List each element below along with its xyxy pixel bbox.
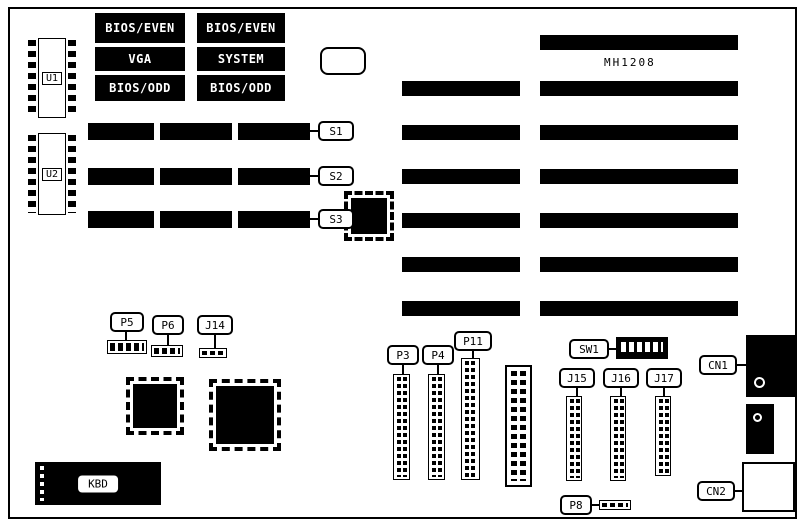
connector-p5 [107, 340, 147, 354]
connector-p4 [428, 374, 445, 480]
callout-p8: P8 [560, 495, 592, 515]
pointer-line [437, 365, 439, 374]
crystal-oscillator [320, 47, 366, 75]
chip-pins-left-icon [28, 40, 36, 116]
callout-p3: P3 [387, 345, 419, 365]
board-model-label: MH1208 [604, 56, 656, 69]
callout-j15: J15 [559, 368, 595, 388]
expansion-slot [540, 125, 738, 140]
socket-notch [232, 123, 238, 140]
pointer-line [663, 388, 665, 396]
callout-s1: S1 [318, 121, 354, 141]
pointer-line [214, 335, 216, 348]
kbd-label: KBD [78, 475, 118, 492]
callout-s2: S2 [318, 166, 354, 186]
socket-notch [232, 211, 238, 228]
din-ring-icon [754, 377, 765, 388]
socket-notch [154, 211, 160, 228]
expansion-slot [540, 169, 738, 184]
connector-j17 [655, 396, 671, 476]
pointer-line [402, 365, 404, 374]
pointer-line [592, 504, 599, 506]
qfp-chip [126, 377, 184, 435]
pointer-line [576, 388, 578, 396]
pointer-line [310, 175, 318, 177]
pointer-line [125, 332, 127, 340]
connector-p8 [599, 500, 631, 510]
callout-j14: J14 [197, 315, 233, 335]
callout-s3: S3 [318, 209, 354, 229]
dip-switch-toggles-icon [621, 342, 663, 352]
rom-bios-odd-right: BIOS/ODD [197, 75, 285, 101]
expansion-slot-ext [402, 169, 520, 184]
pointer-line [737, 364, 746, 366]
simm-socket-2 [88, 168, 310, 185]
chip-pins-right-icon [68, 40, 76, 116]
rom-bios-even-right: BIOS/EVEN [197, 13, 285, 43]
chip-body: U1 [38, 38, 66, 118]
callout-p6: P6 [152, 315, 184, 335]
connector-p6 [151, 345, 183, 357]
din-ring-icon [753, 413, 762, 422]
chip-pins-left-icon [28, 135, 36, 213]
expansion-slot-ext [402, 301, 520, 316]
socket-notch [232, 168, 238, 185]
simm-socket-3 [88, 211, 310, 228]
rom-bios-even-left: BIOS/EVEN [95, 13, 185, 43]
connector-p3 [393, 374, 410, 480]
pointer-line [609, 348, 616, 350]
connector-j15 [566, 396, 582, 481]
chip-u1-label: U1 [41, 71, 63, 85]
chip-u2: U2 [28, 133, 76, 215]
pointer-line [620, 388, 622, 396]
connector-din-small [746, 404, 774, 454]
callout-sw1: SW1 [569, 339, 609, 359]
socket-notch [154, 168, 160, 185]
pointer-line [310, 130, 318, 132]
expansion-slot [540, 213, 738, 228]
expansion-slot-ext [402, 125, 520, 140]
kbd-rom: KBD [35, 462, 161, 505]
pointer-line [310, 218, 318, 220]
chip-u1: U1 [28, 38, 76, 118]
expansion-slot-ext [402, 81, 520, 96]
socket-pins-icon [40, 466, 44, 501]
connector-cn2 [742, 462, 795, 512]
pointer-line [472, 351, 474, 358]
callout-p11: P11 [454, 331, 492, 351]
expansion-slot [540, 35, 738, 50]
pointer-line [735, 490, 742, 492]
power-connector [505, 365, 532, 487]
board-outline [8, 7, 797, 519]
connector-j14 [199, 348, 227, 358]
chip-body: U2 [38, 133, 66, 215]
callout-p4: P4 [422, 345, 454, 365]
chip-u2-label: U2 [41, 167, 63, 181]
rom-bios-odd-left: BIOS/ODD [95, 75, 185, 101]
callout-p5: P5 [110, 312, 144, 332]
expansion-slot [540, 81, 738, 96]
pointer-line [167, 335, 169, 345]
expansion-slot-ext [402, 213, 520, 228]
expansion-slot-ext [402, 257, 520, 272]
expansion-slot [540, 301, 738, 316]
rom-system: SYSTEM [197, 47, 285, 71]
callout-j16: J16 [603, 368, 639, 388]
connector-j16 [610, 396, 626, 481]
callout-j17: J17 [646, 368, 682, 388]
connector-p11 [461, 358, 480, 480]
socket-notch [154, 123, 160, 140]
rom-vga: VGA [95, 47, 185, 71]
callout-cn2: CN2 [697, 481, 735, 501]
dip-switch-sw1 [616, 337, 668, 359]
simm-socket-1 [88, 123, 310, 140]
connector-cn1 [746, 335, 795, 397]
qfp-chip [209, 379, 281, 451]
expansion-slot [540, 257, 738, 272]
callout-cn1: CN1 [699, 355, 737, 375]
chip-pins-right-icon [68, 135, 76, 213]
